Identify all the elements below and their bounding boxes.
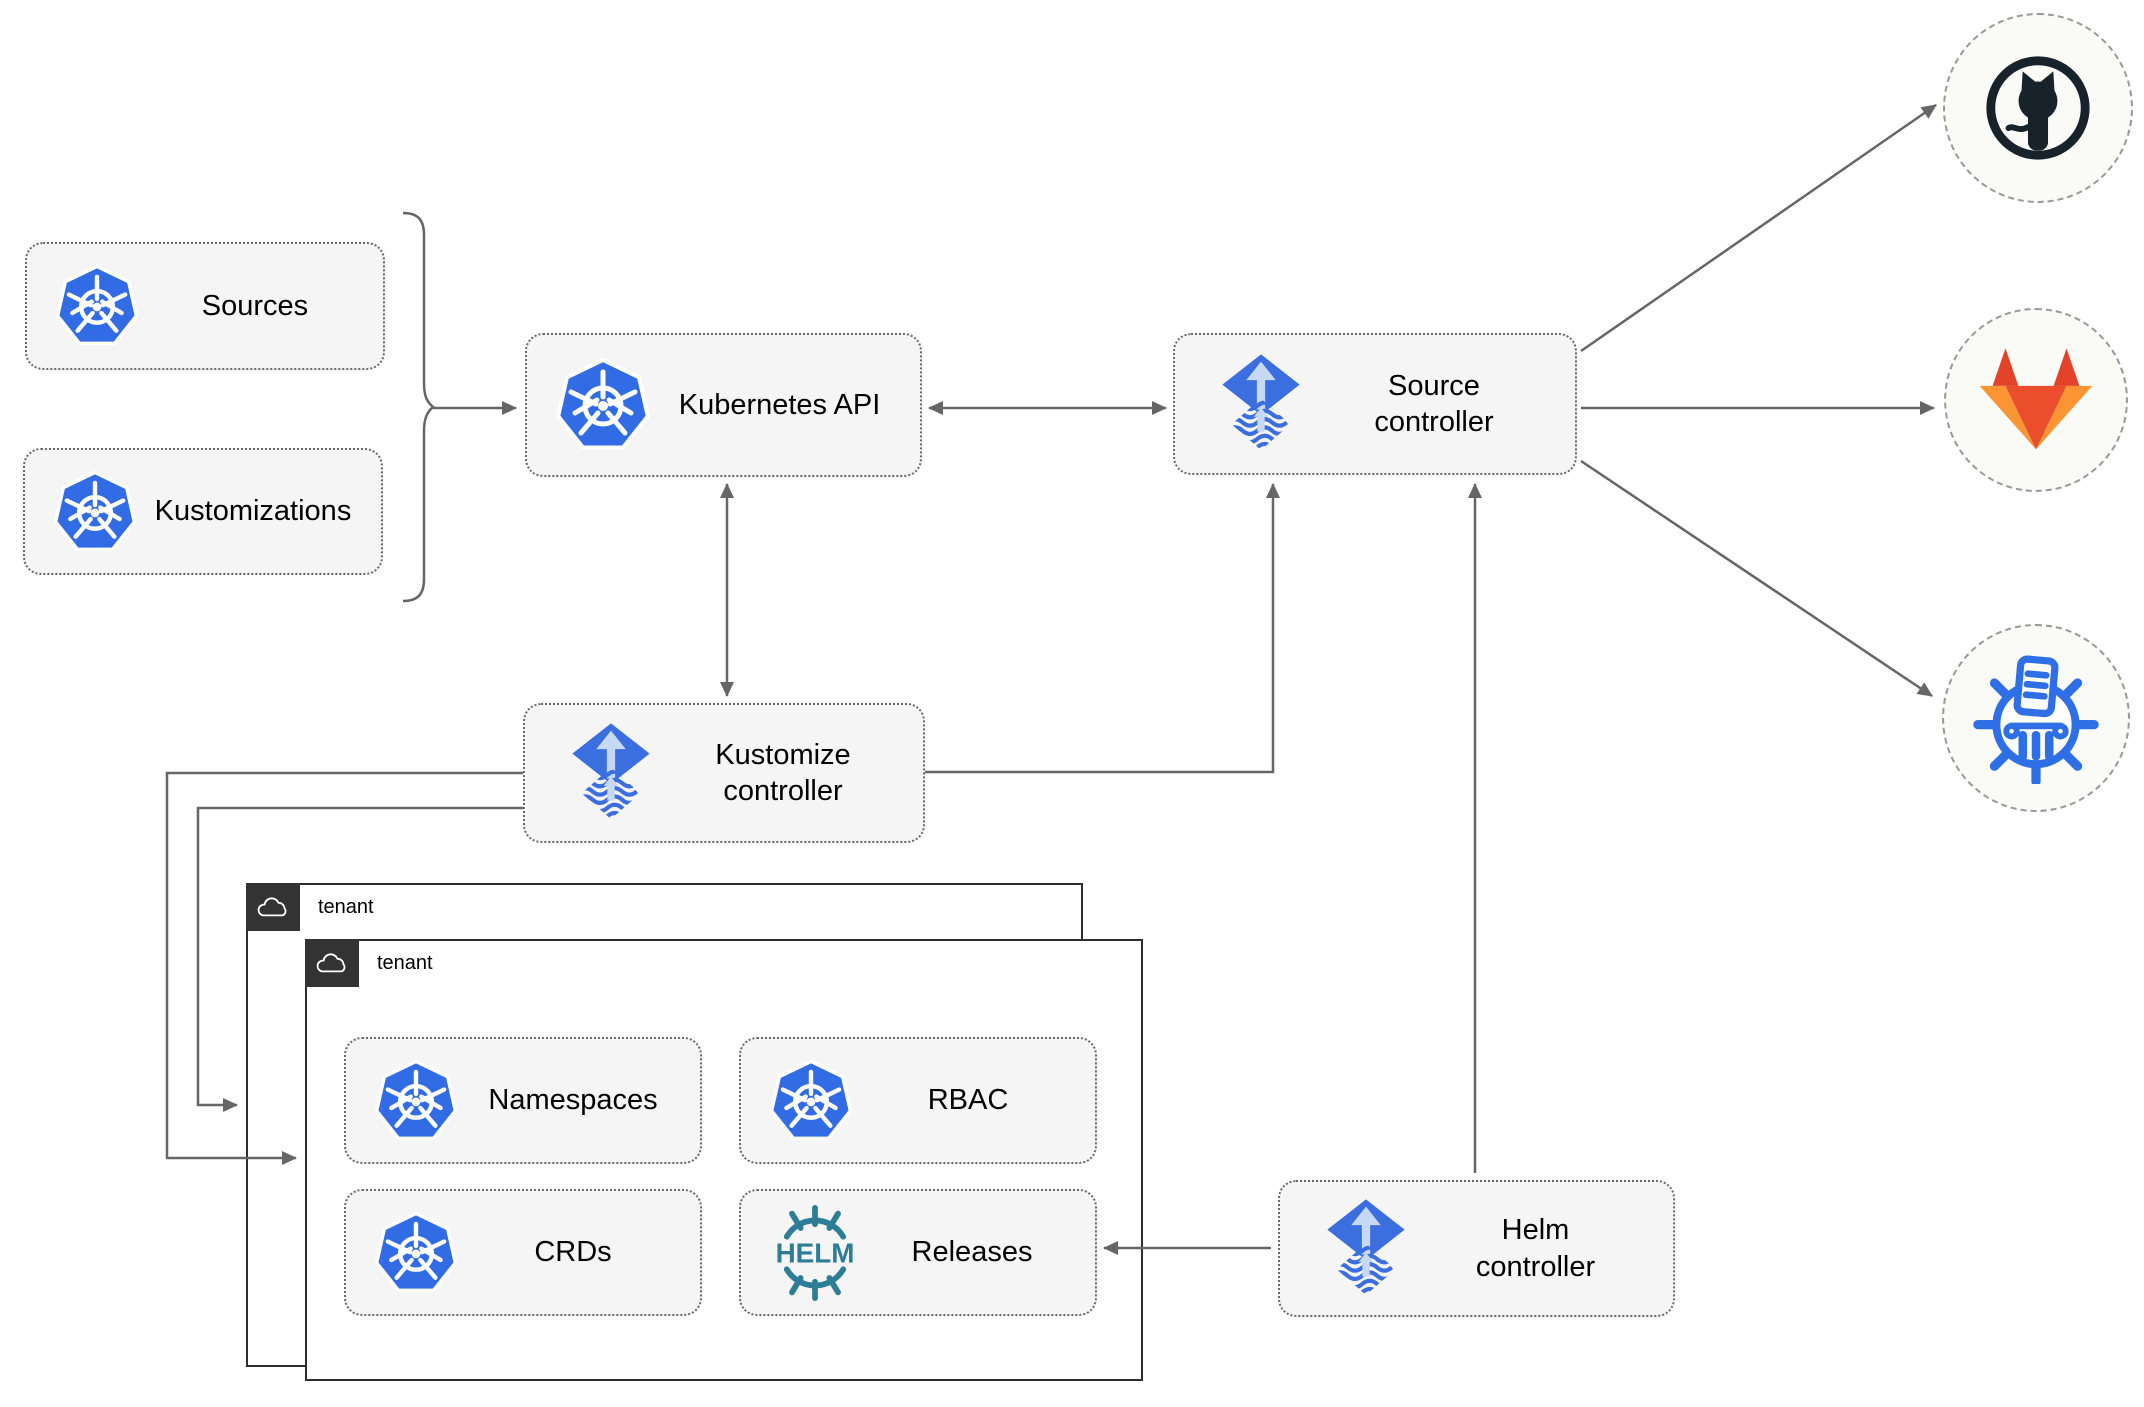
tenant-box-front: tenant Namespaces [305,939,1143,1381]
node-label: Kubernetes API [678,388,881,421]
node-kubernetes-api: Kubernetes API [525,333,922,477]
node-label: Namespaces [488,1084,658,1117]
node-label: RBAC [927,1084,1009,1117]
flux-icon [565,723,657,823]
node-helm-controller: Helm controller [1278,1180,1675,1317]
tenant-back-header [246,883,300,931]
cloud-icon [257,897,287,917]
node-rbac: RBAC [739,1037,1097,1164]
node-crds: CRDs [344,1189,702,1316]
kubernetes-icon [51,466,139,558]
node-source-controller: Source controller [1173,333,1577,475]
edge-source-controller-to-github [1580,103,1937,353]
node-label: Kustomize controller [715,738,851,807]
gitlab-badge [1944,308,2128,492]
cloud-icon [316,953,346,973]
node-sources: Sources [25,242,385,370]
kubernetes-icon [553,353,653,457]
node-kustomizations: Kustomizations [23,448,383,575]
brace-sources-group [402,211,435,603]
kubernetes-icon [767,1055,855,1147]
flux-icon [1320,1198,1412,1299]
node-label: Kustomizations [154,495,352,528]
node-label: CRDs [534,1236,612,1269]
tenant-back-label: tenant [318,896,374,918]
node-label: Sources [201,289,309,322]
edge-source-controller-to-registry [1580,459,1933,698]
node-namespaces: Namespaces [344,1037,702,1164]
node-kustomize-controller: Kustomize controller [523,703,925,843]
flux-icon [1215,354,1307,454]
github-icon [1986,56,2090,160]
node-label: Helm controller [1475,1214,1596,1283]
node-releases: HELM Releases [739,1189,1097,1316]
edge-kustomize-to-source-controller [925,483,1280,774]
kubernetes-icon [372,1055,460,1147]
registry-badge [1942,624,2130,812]
kubernetes-icon [372,1207,460,1299]
tenant-front-label: tenant [377,952,433,974]
helm-icon: HELM [767,1204,863,1301]
gitlab-icon [1979,348,2093,450]
tenant-front-header [305,939,359,987]
github-badge [1943,13,2133,203]
chart-registry-icon [1973,655,2099,784]
kubernetes-icon [53,260,141,352]
node-label: Source controller [1374,369,1494,438]
helm-logo-text: HELM [776,1237,855,1268]
node-label: Releases [911,1236,1033,1269]
